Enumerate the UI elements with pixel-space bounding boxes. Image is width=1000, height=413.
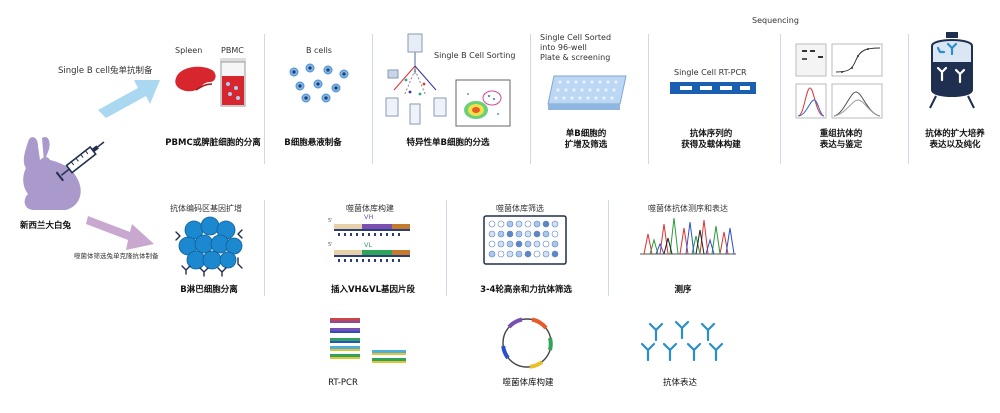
screening-plate-icon <box>483 215 567 265</box>
seq-label: 噬菌体抗体测序和表达 <box>648 204 728 213</box>
expression-caption: 抗体表达 <box>662 378 697 388</box>
sorting-label: Single B Cell Sorting <box>434 51 516 60</box>
well-plate-icon <box>547 75 627 110</box>
sorted-label-line2: into 96-well <box>540 43 587 52</box>
pbmc-tube-icon <box>220 58 246 107</box>
flow-cytometry-plot <box>455 79 511 127</box>
rabbit-illustration <box>23 136 81 210</box>
step5-caption-line2: 获得及载体构建 <box>681 140 741 150</box>
vh-vl-insert-diagram: 5' 5' <box>328 218 410 262</box>
spleen-icon <box>175 66 216 92</box>
step6-caption-line2: 表达与鉴定 <box>819 140 863 150</box>
step5-caption-line1: 抗体序列的 <box>689 129 733 139</box>
flow-sorter-icon <box>385 33 447 125</box>
divider <box>446 200 447 296</box>
pbmc-label: PBMC <box>221 46 244 55</box>
divider <box>908 34 909 164</box>
antibody-expression-icon <box>640 320 724 362</box>
amplify-label: 抗体编码区基因扩增 <box>170 204 242 213</box>
divider <box>530 34 531 164</box>
branch-bottom-label: 噬菌体筛选兔单克隆抗体制备 <box>74 252 159 260</box>
chromatogram-icon <box>640 217 736 255</box>
insert-caption: 插入VH&VL基因片段 <box>330 285 416 295</box>
rtpcr-caption: RT-PCR <box>328 378 358 388</box>
isolation-caption: B淋巴细胞分离 <box>180 285 238 295</box>
seq-caption: 测序 <box>674 285 692 295</box>
svg-text:5': 5' <box>328 242 333 248</box>
divider <box>264 34 265 164</box>
library-caption: 噬菌体库构建 <box>502 378 554 388</box>
rtpcr-label: Single Cell RT-PCR <box>674 68 747 77</box>
arrow-bottom <box>86 216 154 250</box>
divider <box>264 200 265 296</box>
divider <box>608 200 609 296</box>
step2-caption: B细胞悬液制备 <box>284 138 342 148</box>
divider <box>648 34 649 164</box>
step7-caption-line2: 表达以及纯化 <box>929 140 981 150</box>
divider <box>780 34 781 164</box>
sequencing-label: Sequencing <box>752 16 799 25</box>
step4-caption-line1: 单B细胞的 <box>565 129 607 139</box>
sorted-label-line3: Plate & screening <box>540 53 611 62</box>
step7-caption-line1: 抗体的扩大培养 <box>925 129 985 139</box>
step3-caption: 特异性单B细胞的分选 <box>406 138 490 148</box>
rtpcr-bands-icon <box>330 318 406 363</box>
arrow-top <box>98 80 160 118</box>
expression-data-panels <box>795 43 883 119</box>
step6-caption-line1: 重组抗体的 <box>819 129 863 139</box>
bioreactor-icon <box>929 32 975 109</box>
step1-caption: PBMC或脾脏细胞的分离 <box>165 138 261 148</box>
gel-strip-icon <box>670 82 756 94</box>
vh-label: VH <box>364 213 374 221</box>
phage-plasmid-icon <box>501 317 553 369</box>
screen-caption: 3-4轮高亲和力抗体筛选 <box>480 285 572 295</box>
rabbit-label: 新西兰大白兔 <box>20 221 72 231</box>
vl-label: VL <box>364 241 373 249</box>
step4-caption-line2: 扩增及筛选 <box>564 140 608 150</box>
branch-top-label: Single B cell兔单抗制备 <box>58 66 153 76</box>
divider <box>372 34 373 164</box>
library-label: 噬菌体库构建 <box>346 204 394 213</box>
spleen-label: Spleen <box>175 46 203 55</box>
syringe-icon <box>55 141 105 182</box>
screen-label: 噬菌体库筛选 <box>496 204 544 213</box>
bcells-icon <box>289 63 349 103</box>
bcells-label: B cells <box>306 46 332 55</box>
svg-text:5': 5' <box>328 218 333 224</box>
sorted-label-line1: Single Cell Sorted <box>540 33 612 42</box>
b-lymphocyte-cluster-icon <box>175 216 243 277</box>
